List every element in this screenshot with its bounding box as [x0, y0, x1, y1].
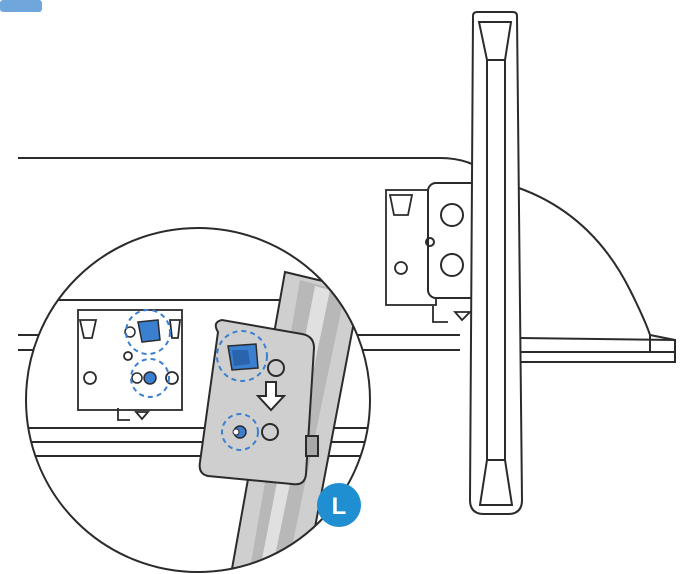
down-arrow-icon — [255, 381, 287, 412]
zoom-screw-highlight — [130, 358, 170, 398]
zoom-mount-plate — [77, 309, 183, 421]
stand-column — [468, 11, 524, 515]
bracket-screw-highlight — [221, 413, 259, 451]
zoom-border — [25, 227, 371, 573]
down-arrow-icon — [134, 411, 150, 421]
down-arrow-icon — [453, 311, 473, 322]
bracket-hook — [227, 343, 259, 371]
zoom-bracket-block — [198, 318, 319, 486]
zoom-screw — [131, 371, 157, 385]
callout-badge: L — [317, 483, 361, 527]
zoom-hook — [124, 319, 161, 343]
callout-label: L — [332, 493, 347, 520]
zoom-inset — [26, 228, 370, 572]
bracket-hook-highlight — [216, 330, 268, 382]
monitor-mount-plate — [385, 189, 473, 323]
zoom-hook-highlight — [125, 309, 171, 355]
corner-tab — [0, 0, 42, 12]
bracket-screw — [232, 425, 247, 439]
